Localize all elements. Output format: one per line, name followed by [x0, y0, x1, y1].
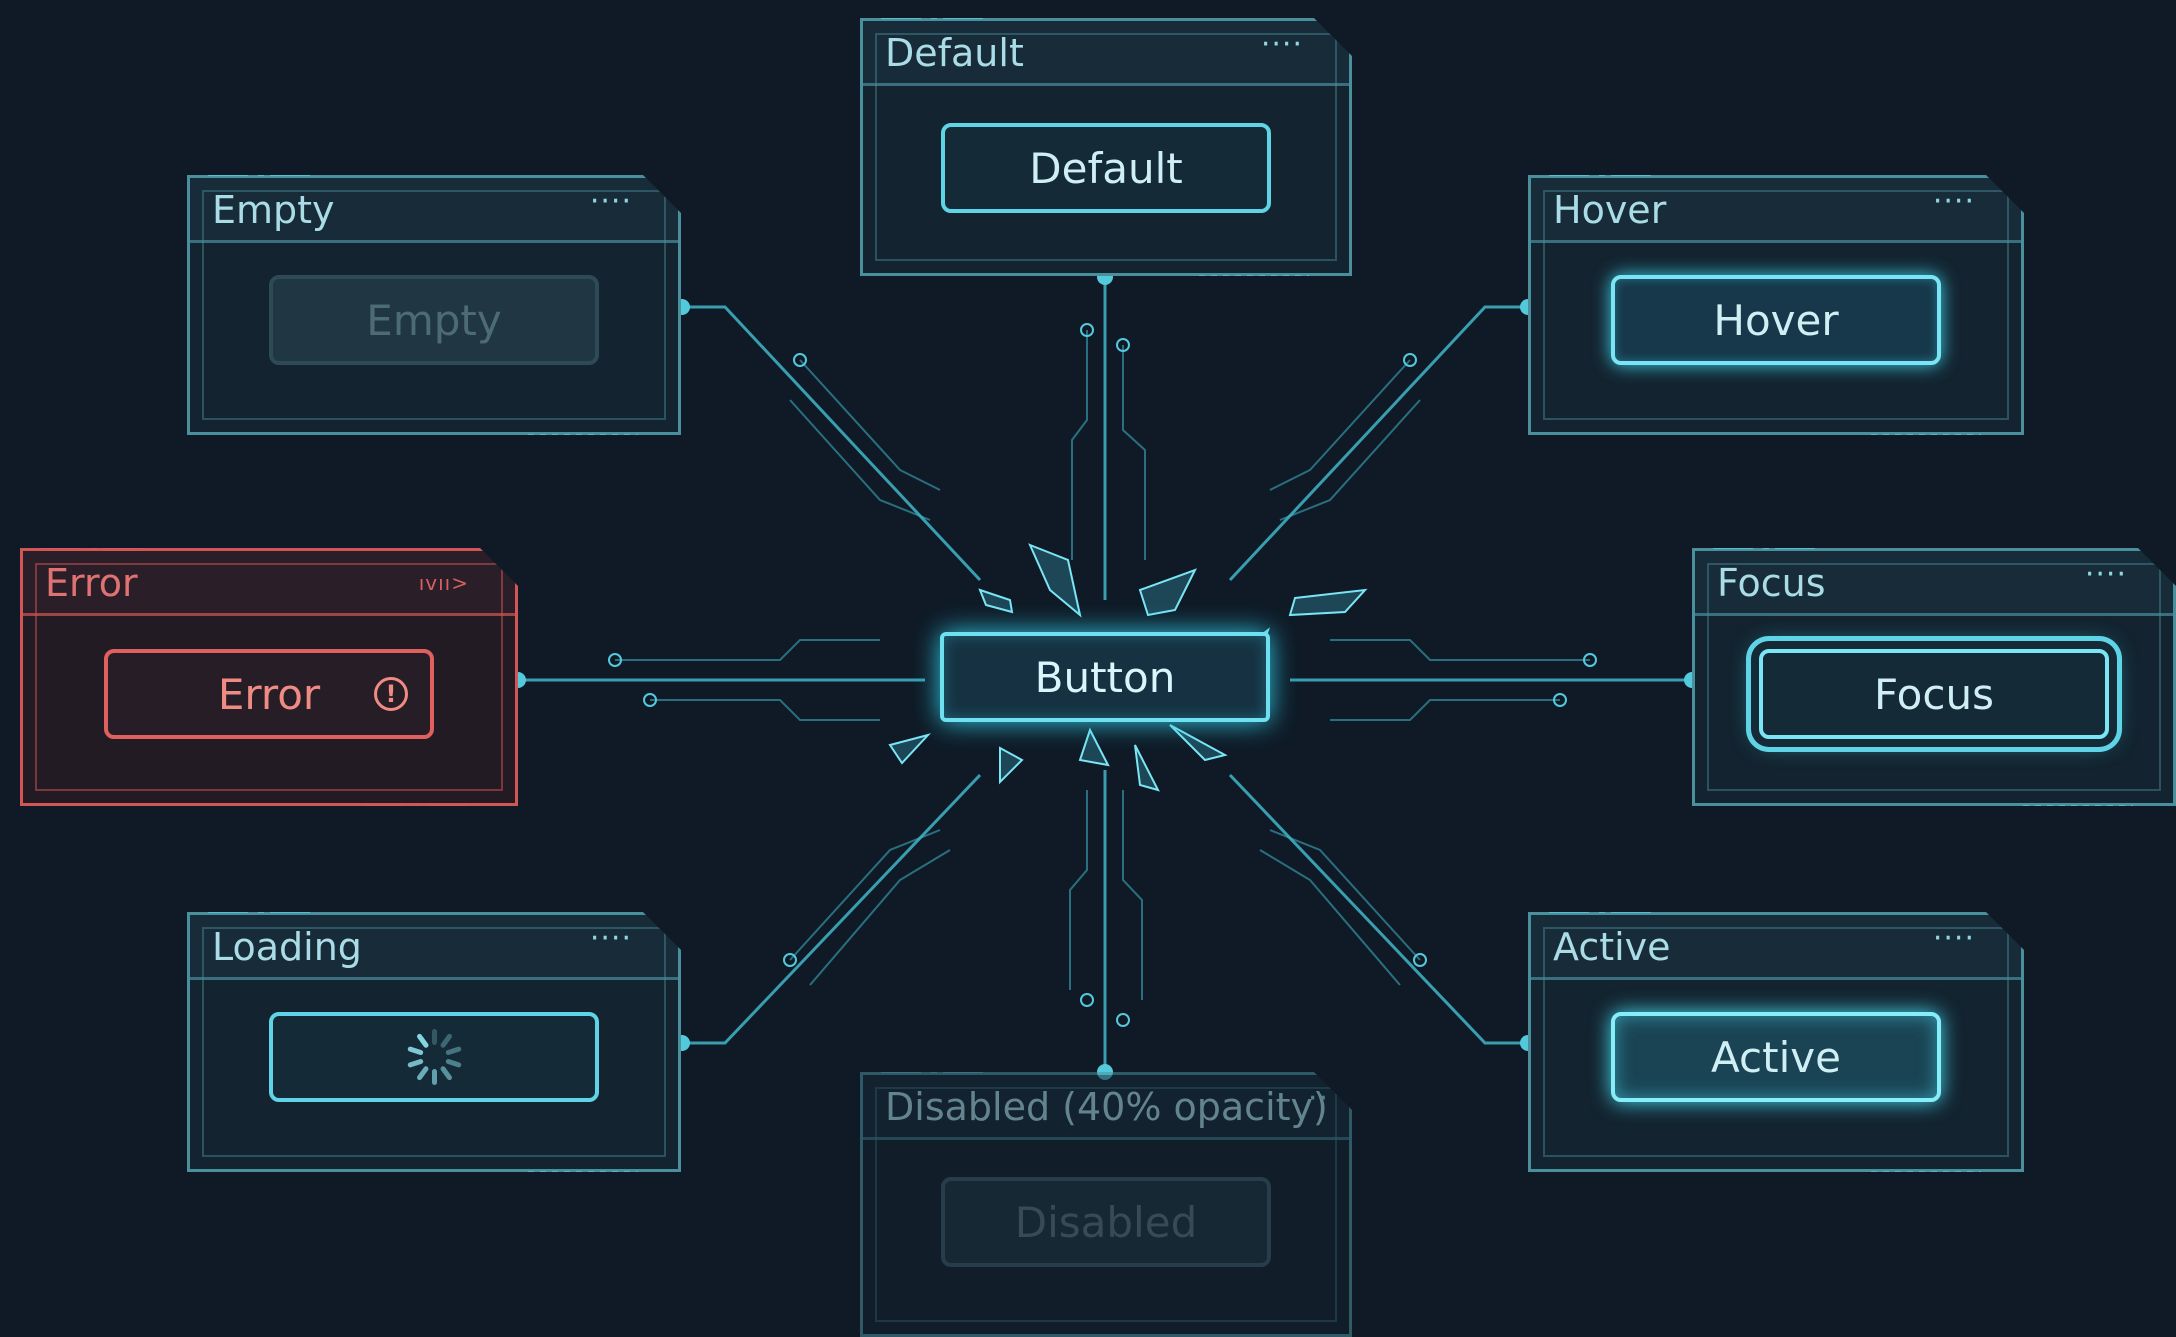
spinner-tick	[440, 1065, 453, 1081]
error-button[interactable]: Error !	[104, 649, 434, 739]
state-panel-hover: Hover ···· Hover	[1528, 175, 2024, 435]
disabled-button: Disabled	[941, 1177, 1271, 1267]
panel-header	[190, 915, 678, 980]
panel-title: Error	[45, 561, 138, 605]
spinner-tick	[445, 1046, 462, 1056]
panel-title: Loading	[212, 925, 362, 969]
panel-title: Active	[1553, 925, 1671, 969]
panel-title: Empty	[212, 188, 335, 232]
spinner-icon	[404, 1027, 464, 1087]
state-panel-default: Default ···· Default	[860, 18, 1352, 276]
panel-title: Focus	[1717, 561, 1826, 605]
default-button[interactable]: Default	[941, 123, 1271, 213]
spinner-tick	[407, 1046, 424, 1056]
panel-header	[1531, 915, 2021, 980]
state-panel-focus: Focus ···· Focus	[1692, 548, 2176, 806]
state-panel-empty: Empty ···· Empty	[187, 175, 681, 435]
error-button-label: Error	[217, 669, 321, 719]
more-dots-icon[interactable]: ····	[1932, 921, 1975, 956]
more-dots-icon[interactable]: ····	[1932, 184, 1975, 219]
spinner-tick	[445, 1058, 462, 1068]
spinner-tick	[440, 1033, 453, 1049]
more-dots-icon[interactable]: ıvıı>	[418, 571, 469, 595]
more-dots-icon[interactable]: ····	[1260, 27, 1303, 62]
panel-title: Default	[885, 31, 1024, 75]
panel-header	[863, 1075, 1349, 1140]
panel-title: Hover	[1553, 188, 1667, 232]
empty-button[interactable]: Empty	[269, 275, 599, 365]
panel-header	[863, 21, 1349, 86]
more-dots-icon[interactable]: ····	[2084, 557, 2127, 592]
panel-header	[190, 178, 678, 243]
panel-header	[23, 551, 515, 616]
spinner-tick	[416, 1065, 429, 1081]
spinner-tick	[416, 1033, 429, 1049]
panel-header	[1531, 178, 2021, 243]
state-panel-loading: Loading ····	[187, 912, 681, 1172]
state-panel-error: Error ıvıı> Error !	[20, 548, 518, 806]
active-button[interactable]: Active	[1611, 1012, 1941, 1102]
panel-title: Disabled (40% opacity)	[885, 1085, 1328, 1129]
focus-button[interactable]: Focus	[1759, 649, 2109, 739]
state-panel-disabled: Disabled (40% opacity) ·· Disabled	[860, 1072, 1352, 1337]
state-panel-active: Active ···· Active	[1528, 912, 2024, 1172]
spinner-tick	[432, 1029, 437, 1045]
center-button[interactable]: Button	[940, 632, 1270, 722]
spinner-tick	[432, 1069, 437, 1085]
more-dots-icon[interactable]: ··	[1307, 1081, 1329, 1116]
loading-button[interactable]	[269, 1012, 599, 1102]
alert-circle-icon: !	[374, 677, 408, 711]
more-dots-icon[interactable]: ····	[589, 921, 632, 956]
panel-header	[1695, 551, 2173, 616]
spinner-tick	[407, 1058, 424, 1068]
more-dots-icon[interactable]: ····	[589, 184, 632, 219]
hover-button[interactable]: Hover	[1611, 275, 1941, 365]
